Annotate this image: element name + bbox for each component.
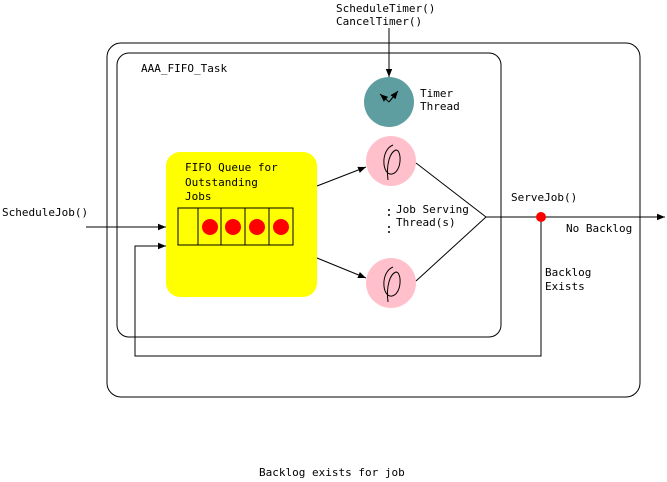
backlog-label-1: Backlog	[545, 266, 591, 279]
job-thread-2	[366, 258, 416, 308]
queue-label-2: Outstanding	[185, 176, 258, 189]
queued-job	[225, 219, 241, 235]
serve-job-label: ServeJob()	[511, 191, 577, 204]
timer-thread-label-1: Timer	[420, 87, 453, 100]
queued-job	[202, 219, 218, 235]
queue-to-thread-1-arrow	[316, 166, 367, 187]
clock-icon	[364, 77, 414, 127]
fifo-queue-box	[166, 152, 317, 297]
task-label: AAA_FIFO_Task	[141, 62, 227, 75]
scribble-icon	[366, 258, 416, 308]
schedule-timer-label: ScheduleTimer()	[336, 2, 435, 15]
backlog-feedback-arrow	[134, 222, 542, 357]
timer-thread-label-2: Thread	[420, 100, 460, 113]
schedule-job-label: ScheduleJob()	[2, 206, 88, 219]
queued-job	[249, 219, 265, 235]
thread-1-output	[415, 162, 487, 218]
queue-slots	[177, 207, 294, 246]
job-serving-label-1: Job Serving	[396, 203, 469, 216]
outer-boundary	[106, 42, 641, 398]
job-thread-1	[366, 136, 416, 186]
queue-to-thread-2-arrow	[316, 257, 367, 279]
queue-label-3: Jobs	[185, 190, 212, 203]
job-serving-label-2: Thread(s)	[396, 216, 456, 229]
task-box	[116, 52, 502, 338]
scribble-icon	[366, 136, 416, 186]
decision-point	[536, 212, 546, 222]
backlog-label-2: Exists	[545, 280, 585, 293]
queued-job	[273, 219, 289, 235]
queue-label-1: FIFO Queue for	[185, 161, 278, 174]
caption: Backlog exists for job	[259, 466, 405, 479]
no-backlog-label: No Backlog	[566, 222, 632, 235]
thread-2-output	[415, 216, 487, 282]
cancel-timer-label: CancelTimer()	[336, 15, 422, 28]
